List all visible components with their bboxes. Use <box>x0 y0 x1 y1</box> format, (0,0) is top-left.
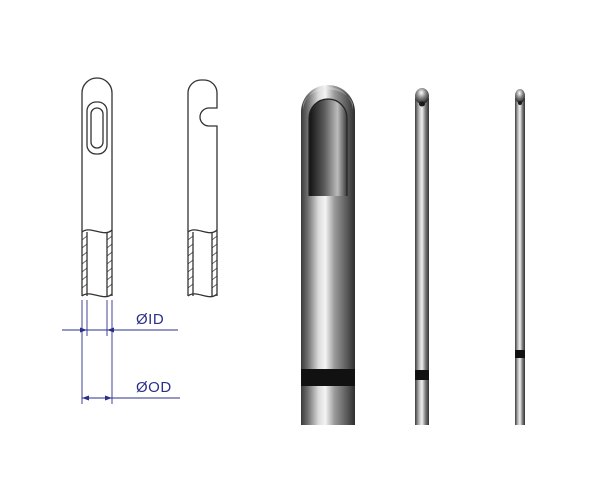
front-view-outline <box>81 77 113 296</box>
outer-diameter-label: ØOD <box>136 379 172 396</box>
closeup-opening-rim <box>308 98 348 196</box>
medium-shaft <box>415 98 429 425</box>
drawing-front-view <box>81 77 113 298</box>
inner-diameter-label: ØID <box>136 311 165 328</box>
side-view-break-bottom <box>187 293 218 298</box>
front-view-port-inner <box>90 107 104 149</box>
render-cannula-medium <box>415 88 429 425</box>
drawing-side-view <box>187 79 218 298</box>
closeup-marker-band <box>301 369 355 386</box>
medium-marker-band <box>415 370 429 380</box>
side-view-hatching <box>187 235 218 289</box>
id-arrow-right <box>107 327 114 333</box>
od-arrow-right <box>105 395 112 401</box>
thin-shaft <box>515 98 525 425</box>
thin-tip <box>515 89 525 103</box>
id-arrow-left <box>80 327 87 333</box>
medium-port <box>419 101 425 107</box>
render-closeup-cannula <box>301 85 355 425</box>
side-view-break-top <box>187 229 218 234</box>
front-view-hatching <box>81 235 113 289</box>
front-view-port-outer <box>86 101 108 155</box>
od-arrow-left <box>82 395 89 401</box>
thin-port <box>518 101 522 105</box>
render-cannula-thin <box>515 89 525 425</box>
closeup-opening <box>309 99 347 196</box>
dimension-lines <box>62 300 180 404</box>
front-view-break-bottom <box>81 293 113 298</box>
front-view-break-top <box>81 229 113 234</box>
side-view-outline <box>187 79 218 296</box>
medium-tip <box>415 88 429 104</box>
thin-marker-band <box>515 350 525 358</box>
